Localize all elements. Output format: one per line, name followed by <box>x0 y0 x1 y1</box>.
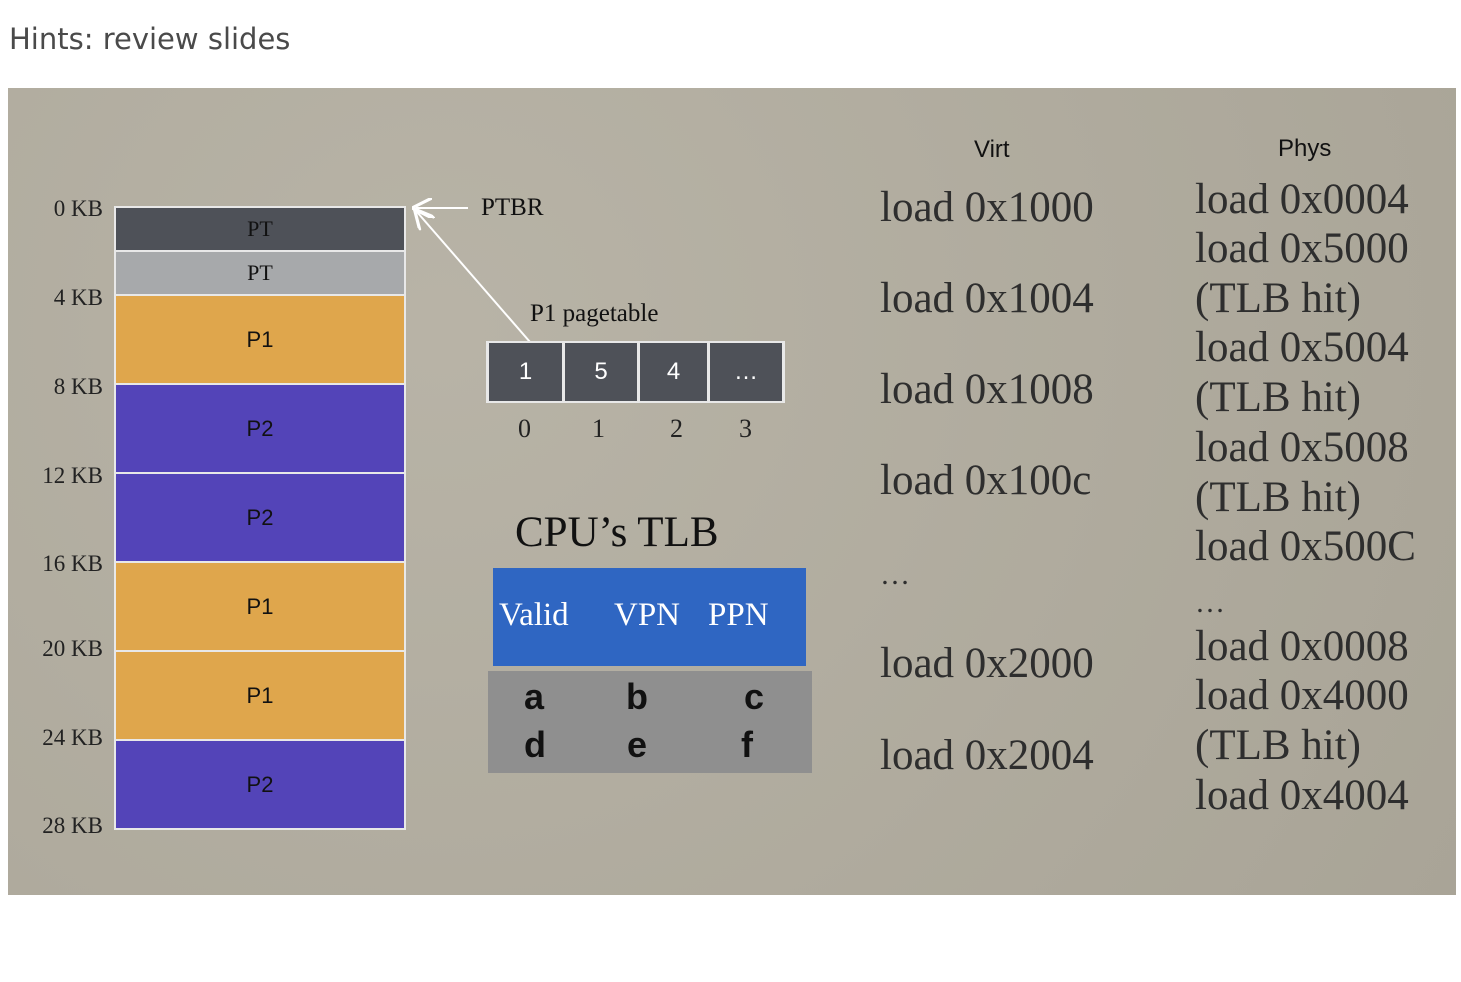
hint-text: Hints: review slides <box>9 22 291 56</box>
memory-block-p1: P1 <box>114 650 406 741</box>
virt-item: load 0x1008 <box>880 366 1094 413</box>
memory-block-p1: P1 <box>114 294 406 385</box>
phys-item: … <box>1195 586 1225 619</box>
virt-item: load 0x2000 <box>880 640 1094 687</box>
phys-item: (TLB hit) <box>1195 722 1361 769</box>
memory-block-label: P2 <box>246 504 274 530</box>
tlb-header <box>493 568 806 666</box>
phys-item: (TLB hit) <box>1195 474 1361 521</box>
virt-item: … <box>880 558 910 591</box>
pagetable-arrow <box>417 212 531 343</box>
tlb-header-vpn: VPN <box>614 597 681 633</box>
pagetable-entry: … <box>710 343 782 401</box>
phys-heading: Phys <box>1278 135 1332 162</box>
tlb-body <box>488 671 812 773</box>
memory-block-p2: P2 <box>114 472 406 563</box>
tlb-title: CPU’s TLB <box>515 509 719 556</box>
memory-block-p2: P2 <box>114 383 406 474</box>
virt-heading: Virt <box>974 136 1010 163</box>
tlb-cell: f <box>741 724 753 765</box>
phys-item: load 0x4004 <box>1195 772 1409 819</box>
kb-label-8: 8 KB <box>53 374 103 399</box>
virt-item: load 0x2004 <box>880 732 1094 779</box>
tlb-cell: e <box>627 724 648 765</box>
pagetable-entry: 4 <box>640 343 707 401</box>
ptbr-label: PTBR <box>481 194 544 221</box>
kb-label-16: 16 KB <box>42 551 103 576</box>
pagetable-index: 1 <box>592 414 605 443</box>
tlb-cell: d <box>524 724 546 765</box>
memory-block-label: PT <box>247 260 273 285</box>
kb-label-0: 0 KB <box>53 196 103 221</box>
pagetable-title: P1 pagetable <box>530 300 659 327</box>
phys-item: (TLB hit) <box>1195 275 1361 322</box>
kb-label-20: 20 KB <box>42 636 103 661</box>
pagetable-index: 0 <box>518 414 531 443</box>
memory-block-p1: P1 <box>114 561 406 652</box>
phys-item: load 0x0004 <box>1195 176 1409 223</box>
memory-block-pt-light: PT <box>114 250 406 296</box>
tlb-cell: c <box>744 676 765 717</box>
memory-block-p2: P2 <box>114 739 406 830</box>
tlb-cell: a <box>524 676 545 717</box>
virt-item: load 0x100c <box>880 457 1092 504</box>
pagetable-entry: 5 <box>565 343 637 401</box>
phys-item: load 0x4000 <box>1195 672 1409 719</box>
pagetable-index: 3 <box>739 414 752 443</box>
tlb-cell: b <box>626 676 648 717</box>
memory-block-pt-dark: PT <box>114 206 406 252</box>
phys-item: load 0x5008 <box>1195 424 1409 471</box>
phys-item: load 0x5000 <box>1195 225 1409 272</box>
kb-label-24: 24 KB <box>42 725 103 750</box>
phys-item: load 0x5004 <box>1195 324 1409 371</box>
tlb-header-ppn: PPN <box>708 597 769 633</box>
memory-block-label: PT <box>247 216 273 241</box>
kb-label-12: 12 KB <box>42 463 103 488</box>
phys-item: load 0x0008 <box>1195 623 1409 670</box>
phys-item: load 0x500C <box>1195 523 1416 570</box>
memory-block-label: P1 <box>246 593 274 619</box>
kb-label-4: 4 KB <box>53 285 103 310</box>
memory-block-label: P2 <box>246 415 274 441</box>
virt-item: load 0x1000 <box>880 184 1094 231</box>
pagetable-entry: 1 <box>489 343 562 401</box>
phys-item: (TLB hit) <box>1195 374 1361 421</box>
memory-block-label: P1 <box>246 326 274 352</box>
memory-block-label: P2 <box>246 771 274 797</box>
tlb-header-valid: Valid <box>499 597 569 633</box>
pagetable-index: 2 <box>670 414 683 443</box>
slide-image: 0 KB 4 KB 8 KB 12 KB 16 KB 20 KB 24 KB 2… <box>8 88 1456 895</box>
kb-label-28: 28 KB <box>42 813 103 838</box>
memory-block-label: P1 <box>246 682 274 708</box>
virt-item: load 0x1004 <box>880 275 1094 322</box>
